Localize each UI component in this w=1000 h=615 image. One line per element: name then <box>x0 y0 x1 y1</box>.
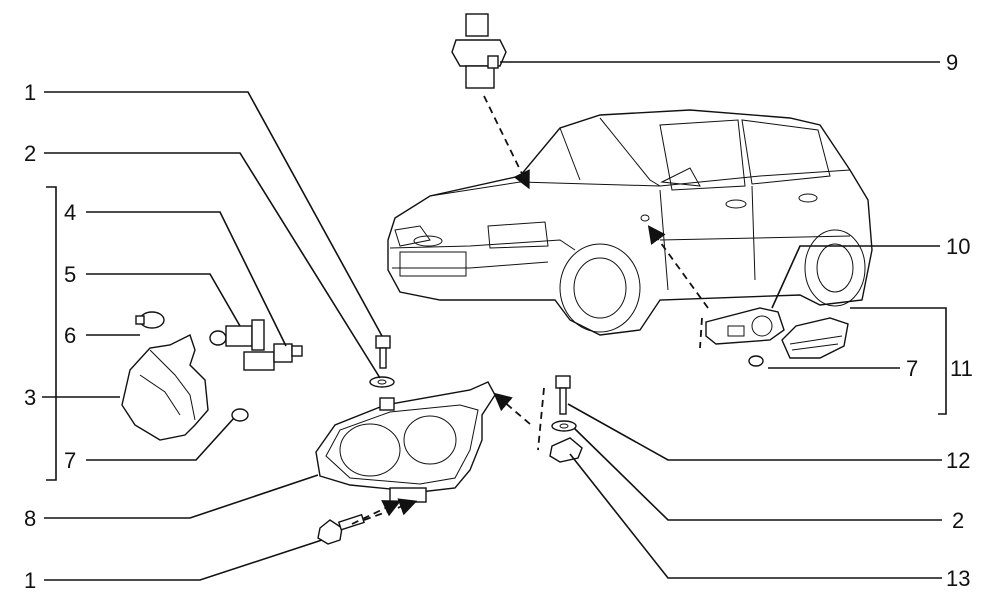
callout-7-right: 7 <box>906 356 918 381</box>
leader-lines <box>42 61 947 581</box>
callout-13: 13 <box>946 566 970 591</box>
callout-1-bottom: 1 <box>24 568 36 593</box>
callout-1-top: 1 <box>24 80 36 105</box>
callout-10: 10 <box>946 234 970 259</box>
callout-12: 12 <box>946 448 970 473</box>
assembly-arrows <box>351 95 709 525</box>
washer-part-2-right <box>551 420 577 432</box>
callout-2-right: 2 <box>952 508 964 533</box>
bulb-part-5 <box>209 319 265 351</box>
callout-7-left: 7 <box>64 448 76 473</box>
callout-4: 4 <box>64 200 76 225</box>
repeater-seal-part-10 <box>699 307 785 349</box>
bulb-part-6 <box>135 311 165 329</box>
bulb-part-7-left <box>231 408 249 422</box>
callout-2-left: 2 <box>24 141 36 166</box>
headlamp-part-8 <box>315 381 496 503</box>
bolt-part-1-bottom <box>317 513 365 545</box>
washer-part-2-left <box>369 376 395 388</box>
lamp-module-3 <box>121 334 209 441</box>
switch-part-9 <box>451 13 507 89</box>
repeater-lamp-part-11 <box>781 317 849 359</box>
socket-part-4 <box>243 343 303 371</box>
callout-3: 3 <box>24 385 36 410</box>
callout-numbers: 1 2 4 5 6 3 7 8 1 9 10 7 11 12 2 13 <box>24 50 973 593</box>
callout-11: 11 <box>950 356 973 381</box>
bolt-part-1-top <box>375 335 391 369</box>
callout-8: 8 <box>24 506 36 531</box>
callout-6: 6 <box>64 323 76 348</box>
car-body <box>387 109 873 336</box>
clip-part-13 <box>549 437 583 463</box>
bolt-part-12 <box>555 375 571 415</box>
callout-5: 5 <box>64 262 76 287</box>
callout-9: 9 <box>946 50 958 75</box>
bulb-part-7-right <box>748 355 764 367</box>
